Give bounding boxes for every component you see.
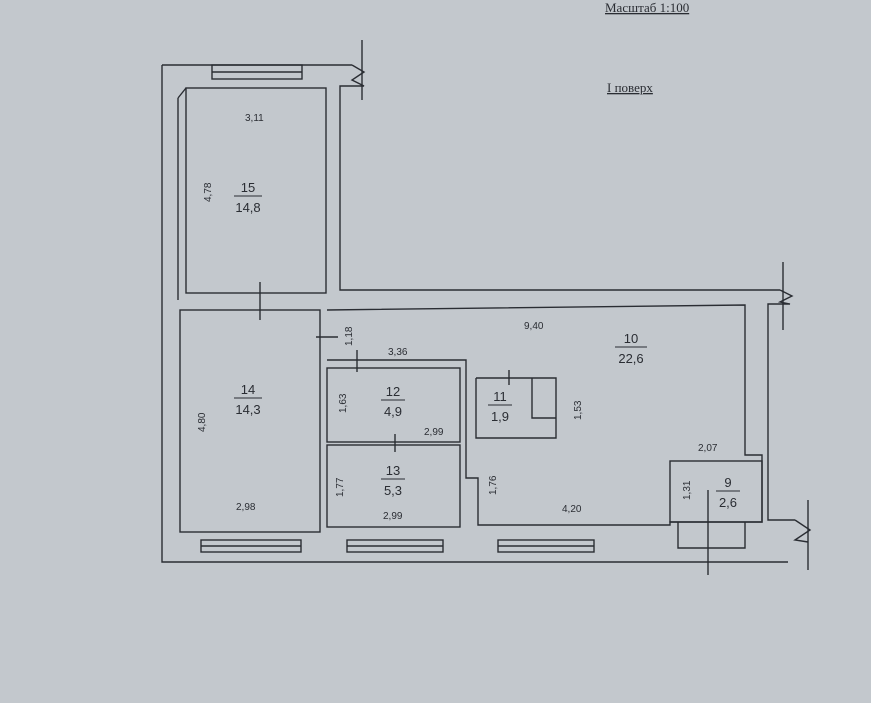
room-labels: 15 14,8 14 14,3 10 22,6 12 4,9 11 1,9 13… (234, 180, 740, 510)
room-15-area: 14,8 (235, 200, 260, 215)
walls (161, 40, 812, 575)
room-9-area: 2,6 (719, 495, 737, 510)
dim-4-80: 4,80 (197, 412, 208, 432)
room-10-number: 10 (624, 331, 638, 346)
room-9-number: 9 (724, 475, 731, 490)
dim-2-99-room12: 2,99 (424, 427, 444, 438)
room-11-area: 1,9 (491, 409, 509, 424)
room-12-area: 4,9 (384, 404, 402, 419)
dim-4-20: 4,20 (562, 504, 582, 515)
dimension-labels: 3,11 4,78 9,40 1,18 3,36 4,80 1,63 2,99 … (197, 113, 718, 522)
dim-2-99-room13: 2,99 (383, 511, 403, 522)
dim-1-76: 1,76 (488, 475, 499, 495)
dim-1-63: 1,63 (338, 393, 349, 413)
dim-9-40: 9,40 (524, 321, 544, 332)
dim-1-18: 1,18 (344, 326, 355, 346)
dim-1-77: 1,77 (335, 477, 346, 497)
dim-1-53: 1,53 (573, 400, 584, 420)
dim-3-11: 3,11 (245, 113, 264, 124)
room-13-number: 13 (386, 463, 400, 478)
room-13-area: 5,3 (384, 483, 402, 498)
dim-3-36: 3,36 (388, 347, 408, 358)
room-14-area: 14,3 (235, 402, 260, 417)
room-10-area: 22,6 (618, 351, 643, 366)
dim-2-07: 2,07 (698, 443, 718, 454)
room-15-number: 15 (241, 180, 255, 195)
room-11-number: 11 (493, 389, 507, 404)
floor-label: I поверх (607, 80, 653, 95)
dim-2-98: 2,98 (236, 502, 256, 513)
room-12-number: 12 (386, 384, 400, 399)
scale-label: Масштаб 1:100 (605, 0, 689, 15)
dim-1-31: 1,31 (682, 480, 693, 500)
room-14-number: 14 (241, 382, 255, 397)
dim-4-78: 4,78 (203, 182, 214, 202)
